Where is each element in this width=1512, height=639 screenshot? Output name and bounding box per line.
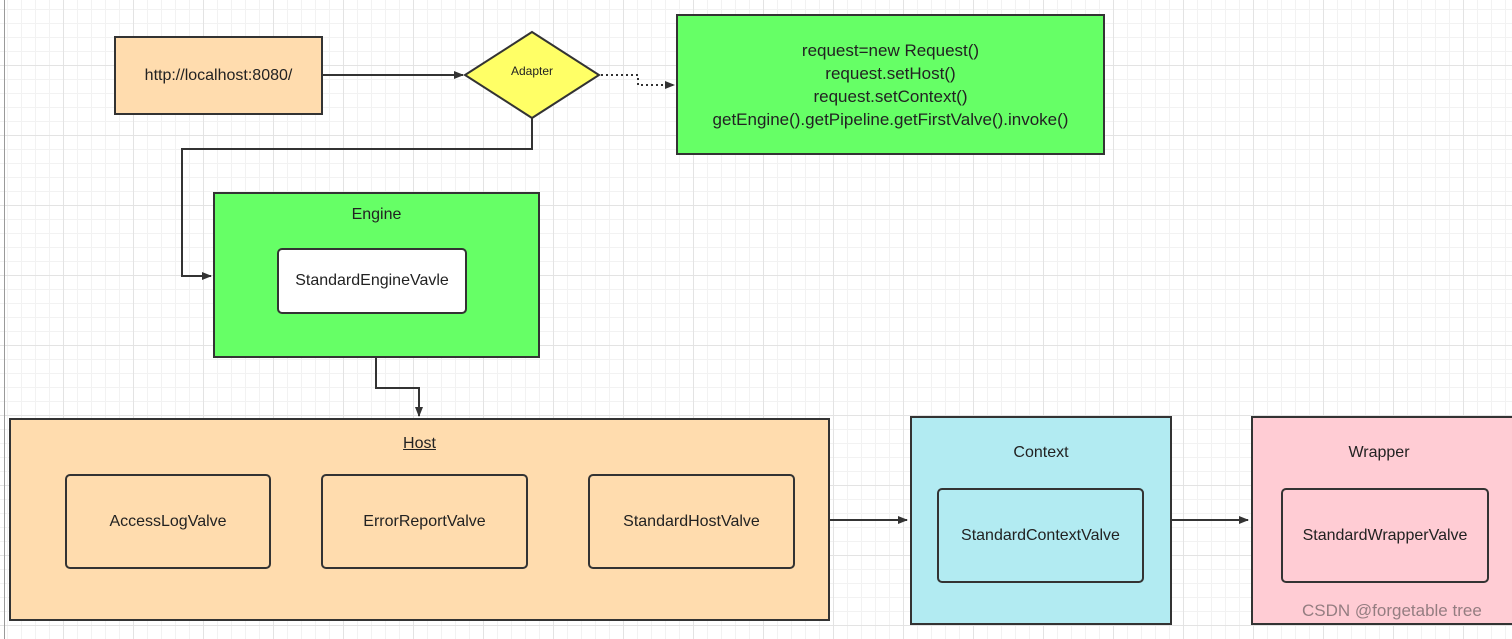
standard-host-valve-label: StandardHostValve (623, 512, 760, 530)
standard-context-valve-label: StandardContextValve (961, 526, 1120, 544)
code-line: request.setContext() (813, 86, 968, 106)
arrow-adapter-to-engine (181, 118, 533, 280)
code-lines: request=new Request() request.setHost() … (713, 39, 1069, 131)
code-line: getEngine().getPipeline.getFirstValve().… (712, 109, 1069, 129)
standard-wrapper-valve[interactable]: StandardWrapperValve (1281, 488, 1489, 583)
engine-container[interactable]: Engine StandardEngineVavle (213, 192, 540, 358)
standard-context-valve[interactable]: StandardContextValve (937, 488, 1144, 583)
url-text: http://localhost:8080/ (144, 66, 293, 84)
arrow-adapter-to-code (601, 74, 675, 89)
host-title: Host (403, 435, 436, 452)
access-log-valve[interactable]: AccessLogValve (65, 474, 271, 569)
code-line: request=new Request() (801, 40, 980, 60)
watermark: CSDN @forgetable tree (1302, 601, 1482, 620)
standard-engine-valve-label: StandardEngineVavle (295, 272, 449, 289)
standard-wrapper-valve-label: StandardWrapperValve (1302, 526, 1468, 544)
code-line: request.setHost() (825, 63, 956, 83)
access-log-valve-label: AccessLogValve (109, 512, 227, 530)
host-container[interactable]: Host AccessLogValve ErrorReportValve Sta… (9, 418, 830, 621)
url-box[interactable]: http://localhost:8080/ (114, 36, 323, 115)
request-code-box[interactable]: request=new Request() request.setHost() … (676, 14, 1105, 155)
context-container[interactable]: Context StandardContextValve (910, 416, 1172, 625)
standard-host-valve[interactable]: StandardHostValve (588, 474, 795, 569)
canvas-left-border (4, 0, 5, 639)
wrapper-container[interactable]: Wrapper StandardWrapperValve (1251, 416, 1512, 625)
wrapper-title: Wrapper (1348, 444, 1410, 461)
adapter-label: Adapter (510, 64, 554, 78)
standard-engine-valve[interactable]: StandardEngineVavle (277, 248, 467, 314)
error-report-valve[interactable]: ErrorReportValve (321, 474, 528, 569)
context-title: Context (1013, 444, 1069, 461)
engine-title: Engine (351, 206, 402, 223)
error-report-valve-label: ErrorReportValve (363, 512, 486, 530)
arrow-engine-to-host (375, 358, 423, 417)
